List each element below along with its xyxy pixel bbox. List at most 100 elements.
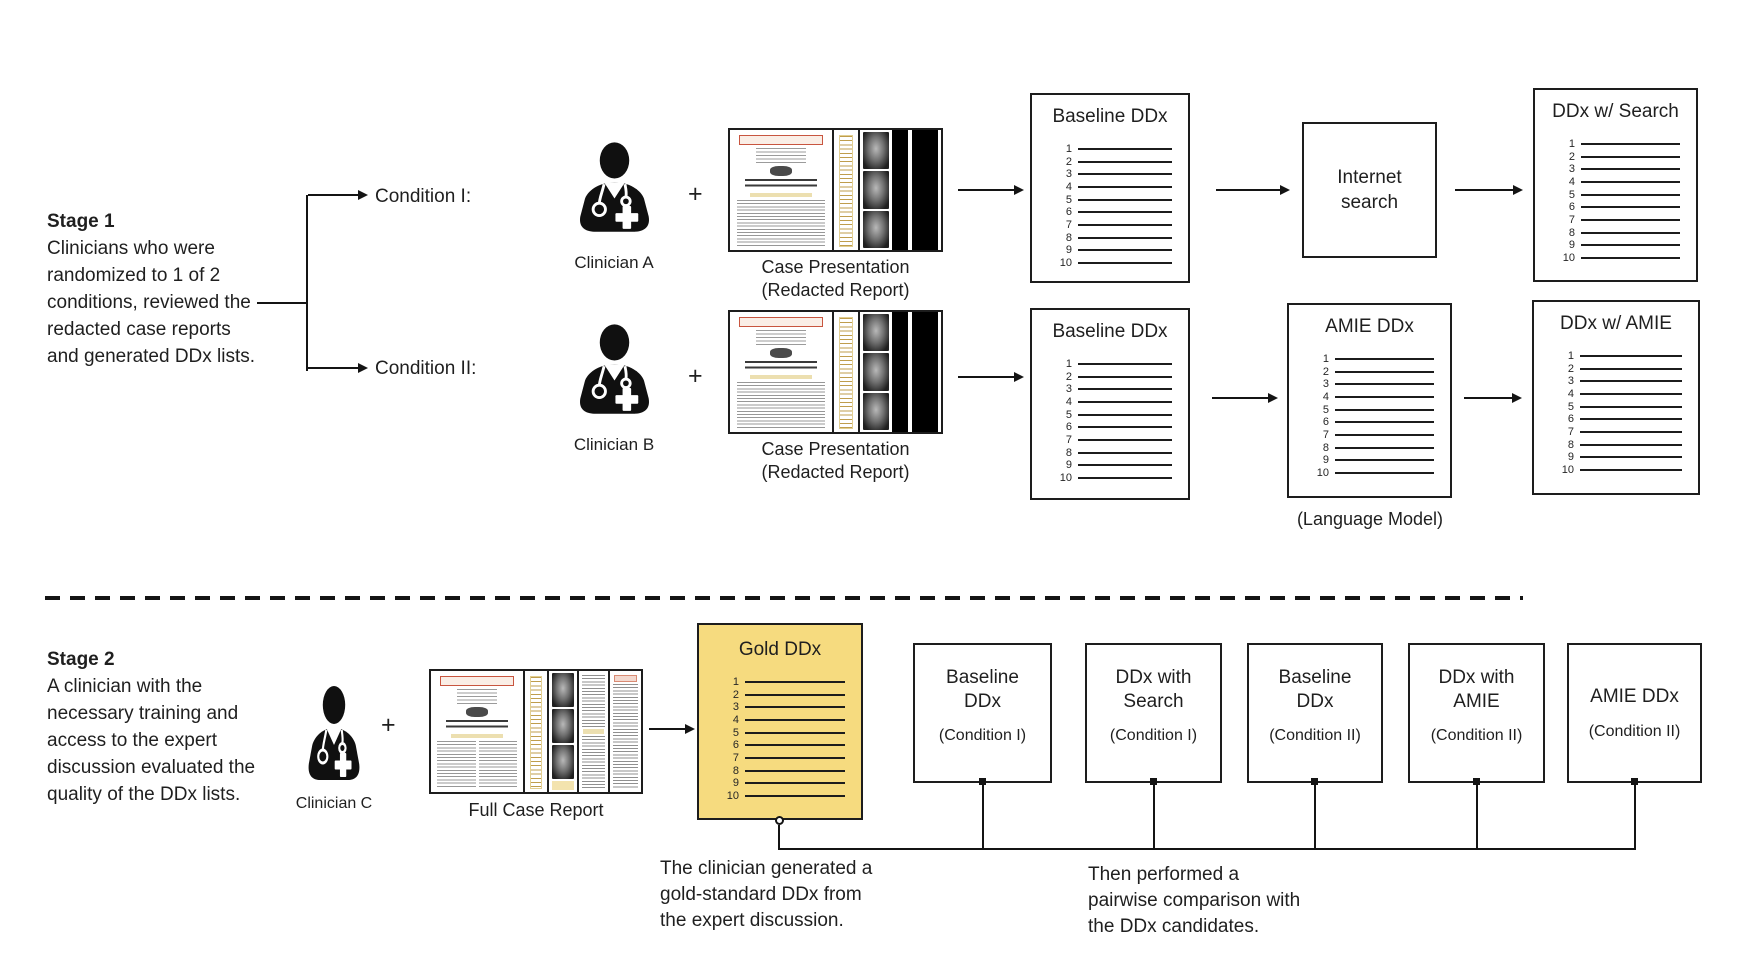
doc1-caption-line1: Case Presentation	[761, 257, 910, 277]
doc-discussion-column	[610, 671, 641, 792]
ddx-list-item: 4	[1052, 396, 1172, 408]
ddx-list-item: 2	[1554, 363, 1682, 375]
doc-red-header	[739, 135, 823, 145]
ddx-item-number: 6	[1065, 421, 1072, 434]
ddx-item-line	[1078, 261, 1172, 264]
ddx-item-number: 6	[1065, 206, 1072, 219]
ddx-item-number: 3	[1568, 163, 1575, 176]
stage2-text-block: Stage 2 A clinician with the necessary t…	[47, 646, 259, 808]
gold-ddx-title: Gold DDx	[738, 639, 822, 660]
ddx-list-item: 7	[1555, 214, 1680, 226]
comparison-bus-line	[778, 848, 1636, 850]
ddx-item-number: 6	[1322, 416, 1329, 429]
row1-plus-sign: +	[688, 180, 703, 208]
ddx-item-number: 5	[1568, 188, 1575, 201]
box4-connector-nub	[1473, 778, 1480, 785]
ddx-item-number: 7	[1568, 213, 1575, 226]
ddx-item-line	[1581, 218, 1680, 221]
doc-labs-column	[834, 130, 860, 250]
ddx-item-line	[1078, 249, 1172, 252]
ddx-list-item: 7	[1052, 219, 1172, 231]
ddx-item-line	[1078, 236, 1172, 239]
doc-figure-blob	[770, 348, 792, 358]
doc-title-lines	[745, 361, 817, 372]
ddx-list-item: 6	[1052, 206, 1172, 218]
ddx-list-item: 1	[1554, 350, 1682, 362]
compare-box-amie-cond2: DDx with AMIE (Condition II)	[1408, 643, 1545, 783]
ddx-list-item: 5	[719, 727, 845, 739]
ddx-item-line	[745, 681, 845, 683]
doc-labs-column	[525, 671, 549, 792]
compare-box-subtitle: (Condition I)	[1109, 727, 1198, 744]
doc2-caption: Case Presentation (Redacted Report)	[728, 438, 943, 484]
scan-image	[863, 171, 889, 209]
ddx-item-number: 10	[726, 789, 739, 802]
scan-image	[863, 210, 889, 248]
box3-drop-line	[1314, 783, 1316, 849]
ddx-item-line	[1078, 211, 1172, 214]
ddx-list-item: 10	[1052, 472, 1172, 484]
ddx-item-line	[1335, 370, 1434, 373]
gold-connector-dot	[775, 816, 784, 825]
ddx-item-line	[1581, 143, 1680, 145]
ddx-item-line	[1078, 198, 1172, 201]
doc-scan-column	[860, 130, 892, 250]
ddx-item-line	[1580, 367, 1682, 370]
ddx-item-number: 5	[1065, 408, 1072, 421]
ddx-item-line	[1078, 476, 1172, 479]
ddx-item-line	[1335, 408, 1434, 411]
ddx-item-number: 7	[1567, 425, 1574, 438]
doc-body-lines	[737, 200, 825, 246]
ddx-item-line	[1078, 160, 1172, 163]
ddx-list-item: 9	[1052, 244, 1172, 256]
doc-scan-column	[860, 312, 892, 432]
arrow-search-to-result	[1455, 185, 1523, 195]
box1-connector-nub	[979, 778, 986, 785]
doc-text-page	[730, 130, 834, 250]
ddx-list-item: 10	[1555, 252, 1680, 264]
arrow-doc-to-gold	[649, 724, 695, 734]
ddx-item-line	[745, 782, 845, 785]
ddx-item-number: 1	[1568, 138, 1575, 150]
ddx-item-number: 7	[1065, 433, 1072, 446]
ddx-item-number: 4	[1322, 390, 1329, 403]
scan-image	[552, 673, 574, 707]
ddx-item-number: 7	[1065, 218, 1072, 231]
ddx-item-line	[1581, 256, 1680, 259]
box5-connector-nub	[1631, 778, 1638, 785]
ddx-list-item: 9	[719, 777, 845, 789]
box2-connector-nub	[1150, 778, 1157, 785]
doc-figure-blob	[770, 166, 792, 176]
ddx-list-item: 1	[1052, 358, 1172, 370]
ddx-item-number: 2	[1322, 365, 1329, 378]
arrow-to-condition2	[308, 363, 368, 373]
ddx-item-number: 5	[1065, 193, 1072, 206]
ddx-item-number: 10	[1059, 471, 1072, 484]
ddx-item-number: 7	[732, 751, 739, 764]
ddx-list-item: 9	[1052, 459, 1172, 471]
ddx-list-item: 3	[1052, 168, 1172, 180]
ddx-list-item: 1	[1052, 143, 1172, 155]
ddx-item-line	[1580, 468, 1682, 471]
baseline-ddx-title-row1: Baseline DDx	[1052, 106, 1168, 127]
compare-box-subtitle: (Condition I)	[938, 727, 1027, 744]
stage2-heading: Stage 2	[47, 649, 115, 670]
ddx-list-item: 1	[1555, 138, 1680, 150]
ddx-item-line	[1078, 148, 1172, 150]
compare-box-subtitle: (Condition II)	[1588, 723, 1681, 740]
compare-box-subtitle: (Condition II)	[1430, 727, 1523, 744]
ddx-item-number: 2	[1567, 362, 1574, 375]
arrow-to-condition1	[308, 190, 368, 200]
ddx-item-number: 3	[1567, 375, 1574, 388]
ddx-list-item: 5	[1554, 401, 1682, 413]
ddx-item-line	[745, 706, 845, 709]
ddx-item-line	[1581, 193, 1680, 196]
full-case-report-caption: Full Case Report	[468, 800, 604, 820]
ddx-item-line	[1078, 363, 1172, 365]
ddx-item-number: 5	[1322, 403, 1329, 416]
compare-box-subtitle: (Condition II)	[1269, 727, 1361, 744]
condition1-label: Condition I:	[375, 186, 472, 207]
ddx-list-item: 5	[1052, 409, 1172, 421]
